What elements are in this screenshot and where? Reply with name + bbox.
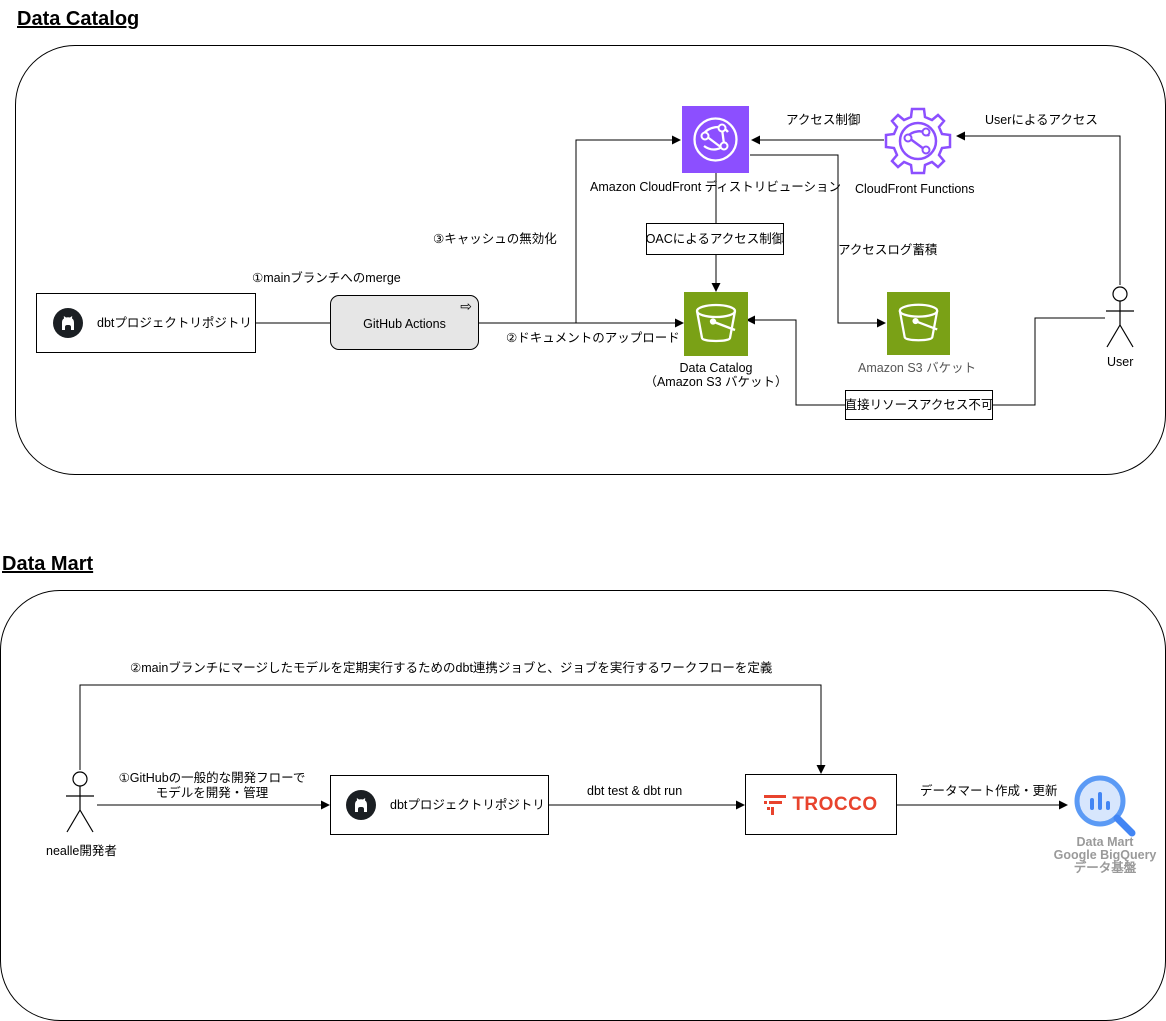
s3-log-bucket-label: Amazon S3 バケット: [858, 361, 977, 375]
user-label: User: [1107, 355, 1134, 369]
cloudfront-functions-label: CloudFront Functions: [855, 182, 975, 196]
cloudfront-label: Amazon CloudFront ディストリビューション: [590, 180, 842, 194]
trocco-logo: [764, 794, 787, 815]
github-actions-box[interactable]: GitHub Actions ⇨: [330, 295, 479, 350]
direct-access-denied-box: 直接リソースアクセス不可: [845, 390, 993, 420]
s3-log-bucket-icon: [887, 292, 950, 355]
developer-label: nealle開発者: [46, 844, 117, 858]
job-definition-label: ②mainブランチにマージしたモデルを定期実行するためのdbt連携ジョブと、ジョ…: [130, 661, 773, 675]
user-access-arrow: [956, 131, 1121, 285]
data-catalog-bucket-sublabel: （Amazon S3 バケット）: [644, 375, 788, 389]
data-catalog-title: Data Catalog: [17, 8, 140, 30]
job-definition-arrow: [79, 684, 826, 774]
data-catalog-bucket-label: Data Catalog: [679, 361, 753, 375]
data-mart-title: Data Mart: [2, 553, 94, 575]
cloudfront-functions-icon: [882, 105, 954, 177]
user-access-label: Userによるアクセス: [985, 113, 1098, 127]
developer-icon: [64, 770, 96, 836]
bigquery-label-1: Data Mart: [1076, 835, 1134, 849]
cache-label: ③キャッシュの無効化: [433, 232, 557, 246]
dbt-repo-box[interactable]: dbtプロジェクトリポジトリ: [36, 293, 256, 353]
access-log-label: アクセスログ蓄積: [838, 243, 938, 257]
dbt-repo-label: dbtプロジェクトリポジトリ: [97, 316, 252, 330]
dev-flow-label-2: モデルを開発・管理: [155, 786, 269, 800]
direct-access-denied-label: 直接リソースアクセス不可: [844, 398, 994, 412]
access-log-arrow: [750, 154, 886, 328]
mart-dbt-repo-box[interactable]: dbtプロジェクトリポジトリ: [330, 775, 549, 835]
access-control-label: アクセス制御: [786, 113, 861, 127]
trocco-label: TROCCO: [792, 793, 878, 815]
cloudfront-icon: [682, 106, 749, 173]
cache-invalidation-arrow: [575, 135, 681, 323]
trocco-box[interactable]: TROCCO: [745, 774, 897, 835]
merge-label: ①mainブランチへのmerge: [252, 271, 401, 285]
bigquery-label-3: データ基盤: [1073, 861, 1137, 875]
oac-box: OACによるアクセス制御: [646, 223, 784, 255]
mart-dbt-repo-label: dbtプロジェクトリポジトリ: [390, 798, 545, 812]
workflow-arrow-icon: ⇨: [460, 298, 472, 314]
mart-update-label: データマート作成・更新: [920, 784, 1058, 798]
github-icon: [346, 790, 376, 820]
github-actions-label: GitHub Actions: [363, 317, 446, 331]
dev-flow-label-1: ①GitHubの一般的な開発フローで: [118, 771, 306, 785]
bigquery-icon: [1072, 773, 1138, 839]
bigquery-label-2: Google BigQuery: [1053, 848, 1157, 862]
upload-label: ②ドキュメントのアップロード: [506, 331, 680, 345]
oac-label: OACによるアクセス制御: [645, 232, 785, 246]
s3-bucket-icon: [684, 292, 748, 356]
github-icon: [53, 308, 83, 338]
dbt-run-label: dbt test & dbt run: [587, 784, 683, 798]
user-icon: [1104, 285, 1136, 351]
